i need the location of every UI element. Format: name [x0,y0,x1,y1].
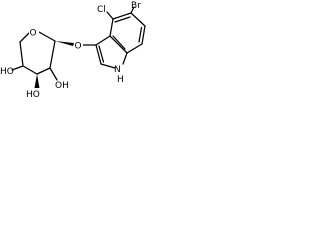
bond-c5-c6 [130,12,146,27]
pyranose-ring [19,31,56,75]
bond-c3-c3a [95,35,111,46]
indole-ring [82,6,146,69]
bromo-label: Br [131,1,141,11]
bond-c7-c7a [126,43,143,54]
bond-c4-cl [106,11,114,20]
indole-h-label: H [117,75,124,85]
bond-c3-oh-wedge [34,74,40,88]
hydroxyl-label-c3: HO [26,90,40,100]
bond-c3-c2 [95,44,102,65]
bond-c5-o [19,32,30,43]
bond-c4-c5 [112,12,132,20]
bond-c2-oh [49,67,58,81]
bond-c6-c7-double [138,26,143,43]
bond-o-c1 [38,31,56,42]
bond-c2-c3 [36,67,51,75]
atom-labels: O O Cl Br N H HO HO OH [0,1,141,100]
hydroxyl-label-c4: HO [0,67,14,77]
chemical-structure: O O Cl Br N H HO HO OH [0,1,146,100]
bond-c4-oh [11,65,24,71]
bond-c1-c2 [49,40,56,69]
bond-c3-c4 [22,65,38,75]
bond-n1-c7a [122,52,128,65]
bond-c1-glycosidic-wedge [55,41,74,46]
sugar-substituents [11,41,74,88]
bond-c3a-c7a-inner [112,35,126,50]
indole-n-label: N [114,65,121,75]
bond-c3-c2-double [98,45,105,63]
hydroxyl-label-c2: OH [55,81,69,91]
bond-c4-c5-double [114,16,131,23]
bond-c3a-c4 [109,18,114,37]
bond-c5-br [130,6,135,14]
glycosidic-oxygen-label: O [75,42,82,52]
ring-oxygen-label: O [30,29,37,39]
bond-c4-c5 [19,41,24,67]
chloro-label: Cl [97,5,106,15]
bond-c3a-c7a [109,35,128,54]
bond-c2-n1 [100,63,116,69]
bond-c6-c7 [141,25,146,45]
